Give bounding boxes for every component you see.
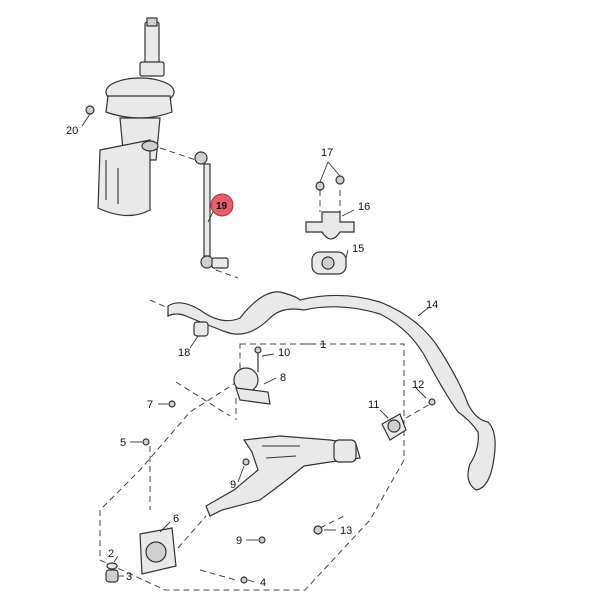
bolt-12 [405, 398, 436, 419]
callout-labels: 1 2 3 4 5 6 7 8 9 9 10 11 12 13 14 15 16… [66, 125, 438, 589]
callout-5: 5 [120, 437, 126, 449]
callout-8: 8 [280, 372, 286, 384]
bolt-7 [168, 381, 231, 417]
callout-9a: 9 [230, 479, 236, 491]
callout-15: 15 [352, 243, 364, 255]
bushing-18 [193, 321, 209, 337]
bolt-4 [199, 569, 248, 584]
callout-11: 11 [368, 399, 379, 411]
strut-assembly [97, 17, 175, 217]
bushing-6 [139, 515, 207, 575]
stabilizer-link-19 [159, 147, 239, 279]
leader-lines [113, 161, 429, 583]
callout-17: 17 [321, 147, 333, 159]
bushing-11 [381, 413, 407, 441]
highlight-marker-19[interactable] [210, 193, 234, 217]
callout-14: 14 [426, 299, 438, 311]
callout-9b: 9 [236, 535, 242, 547]
callout-20: 20 [66, 125, 78, 137]
stabilizer-bar-14 [149, 291, 496, 491]
callout-12: 12 [412, 379, 424, 391]
callout-19: 19 [216, 201, 228, 212]
callout-16: 16 [358, 201, 370, 213]
callout-1: 1 [320, 339, 326, 351]
callout-6: 6 [173, 513, 179, 525]
callout-10: 10 [278, 347, 290, 359]
bolts-9 [242, 458, 266, 544]
bushing-bracket-16 [305, 190, 355, 240]
bolt-13 [313, 515, 345, 535]
callout-7: 7 [147, 399, 153, 411]
callout-13: 13 [340, 525, 352, 537]
washer-2 [106, 562, 118, 570]
assembly-outline-1 [99, 343, 405, 591]
bolt-10 [254, 346, 262, 372]
nut-3 [105, 569, 119, 583]
callout-4: 4 [260, 577, 266, 589]
bolts-17 [315, 175, 345, 191]
bushing-15 [311, 251, 347, 275]
callout-18: 18 [178, 347, 190, 359]
bolt-20 [81, 105, 95, 127]
lower-control-arm [205, 435, 361, 517]
callout-2: 2 [108, 548, 114, 560]
callout-3: 3 [126, 571, 132, 583]
bolt-5 [142, 438, 151, 510]
ball-joint-8 [233, 367, 271, 420]
